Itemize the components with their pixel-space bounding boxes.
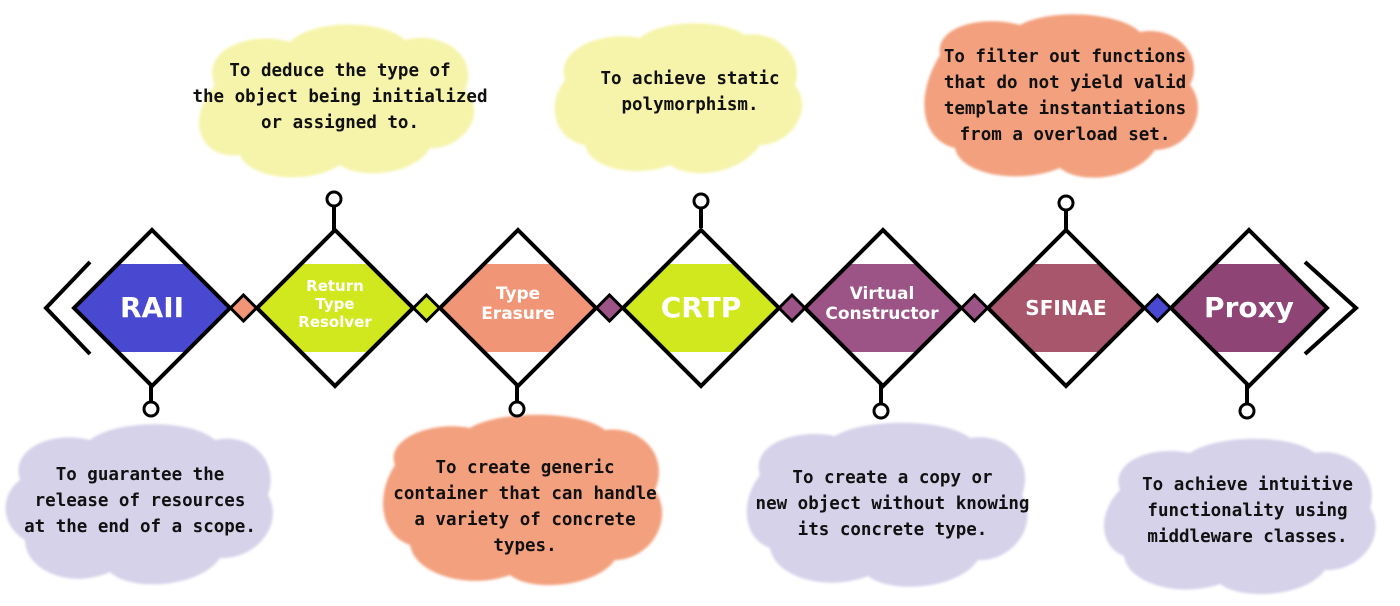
cloud-sfinae bbox=[924, 14, 1198, 178]
cloud-return-type-resolver bbox=[199, 24, 475, 178]
left-chevron bbox=[43, 260, 92, 356]
connector-diamond-2 bbox=[411, 292, 442, 324]
pin-type-erasure bbox=[508, 384, 526, 418]
cloud-type-erasure bbox=[383, 414, 663, 586]
description-proxy: To achieve intuitive functionality using… bbox=[1142, 475, 1353, 547]
pin-raii bbox=[142, 384, 160, 418]
cloud-crtp bbox=[554, 23, 803, 174]
connector-diamond-5 bbox=[959, 292, 990, 324]
cloud-proxy bbox=[1103, 438, 1376, 595]
node-label-crtp: CRTP bbox=[660, 291, 742, 324]
connector-diamond-4 bbox=[776, 292, 808, 324]
description-sfinae: To filter out functions that do not yiel… bbox=[943, 47, 1187, 145]
node-label-sfinae: SFINAE bbox=[1025, 296, 1107, 320]
pin-virtual-constructor bbox=[872, 384, 890, 420]
node-label-return-type-resolver: Return Type Resolver bbox=[298, 277, 372, 331]
description-raii: To guarantee the release of resources at… bbox=[24, 465, 256, 537]
cloud-virtual-constructor bbox=[746, 422, 1028, 587]
connector-diamond-6 bbox=[1142, 292, 1173, 324]
description-type-erasure: To create generic container that can han… bbox=[393, 458, 657, 556]
pin-proxy bbox=[1238, 384, 1256, 420]
node-label-raii: RAII bbox=[119, 291, 185, 324]
right-chevron bbox=[1303, 260, 1359, 356]
description-return-type-resolver: To deduce the type of the object being i… bbox=[192, 61, 488, 133]
cloud-raii bbox=[5, 424, 273, 585]
node-type-erasure bbox=[437, 227, 599, 389]
description-virtual-constructor: To create a copy or new object without k… bbox=[755, 468, 1030, 540]
node-label-virtual-constructor: Virtual Constructor bbox=[825, 284, 939, 324]
node-return-type-resolver bbox=[254, 227, 416, 389]
node-label-proxy: Proxy bbox=[1204, 291, 1294, 324]
node-label-type-erasure: Type Erasure bbox=[481, 284, 555, 324]
connector-diamond-3 bbox=[594, 292, 625, 324]
description-crtp: To achieve static polymorphism. bbox=[600, 69, 780, 115]
pin-sfinae bbox=[1057, 194, 1075, 232]
pin-crtp bbox=[692, 192, 710, 228]
connector-diamond-1 bbox=[228, 292, 259, 324]
pin-return-type-resolver bbox=[325, 190, 343, 230]
